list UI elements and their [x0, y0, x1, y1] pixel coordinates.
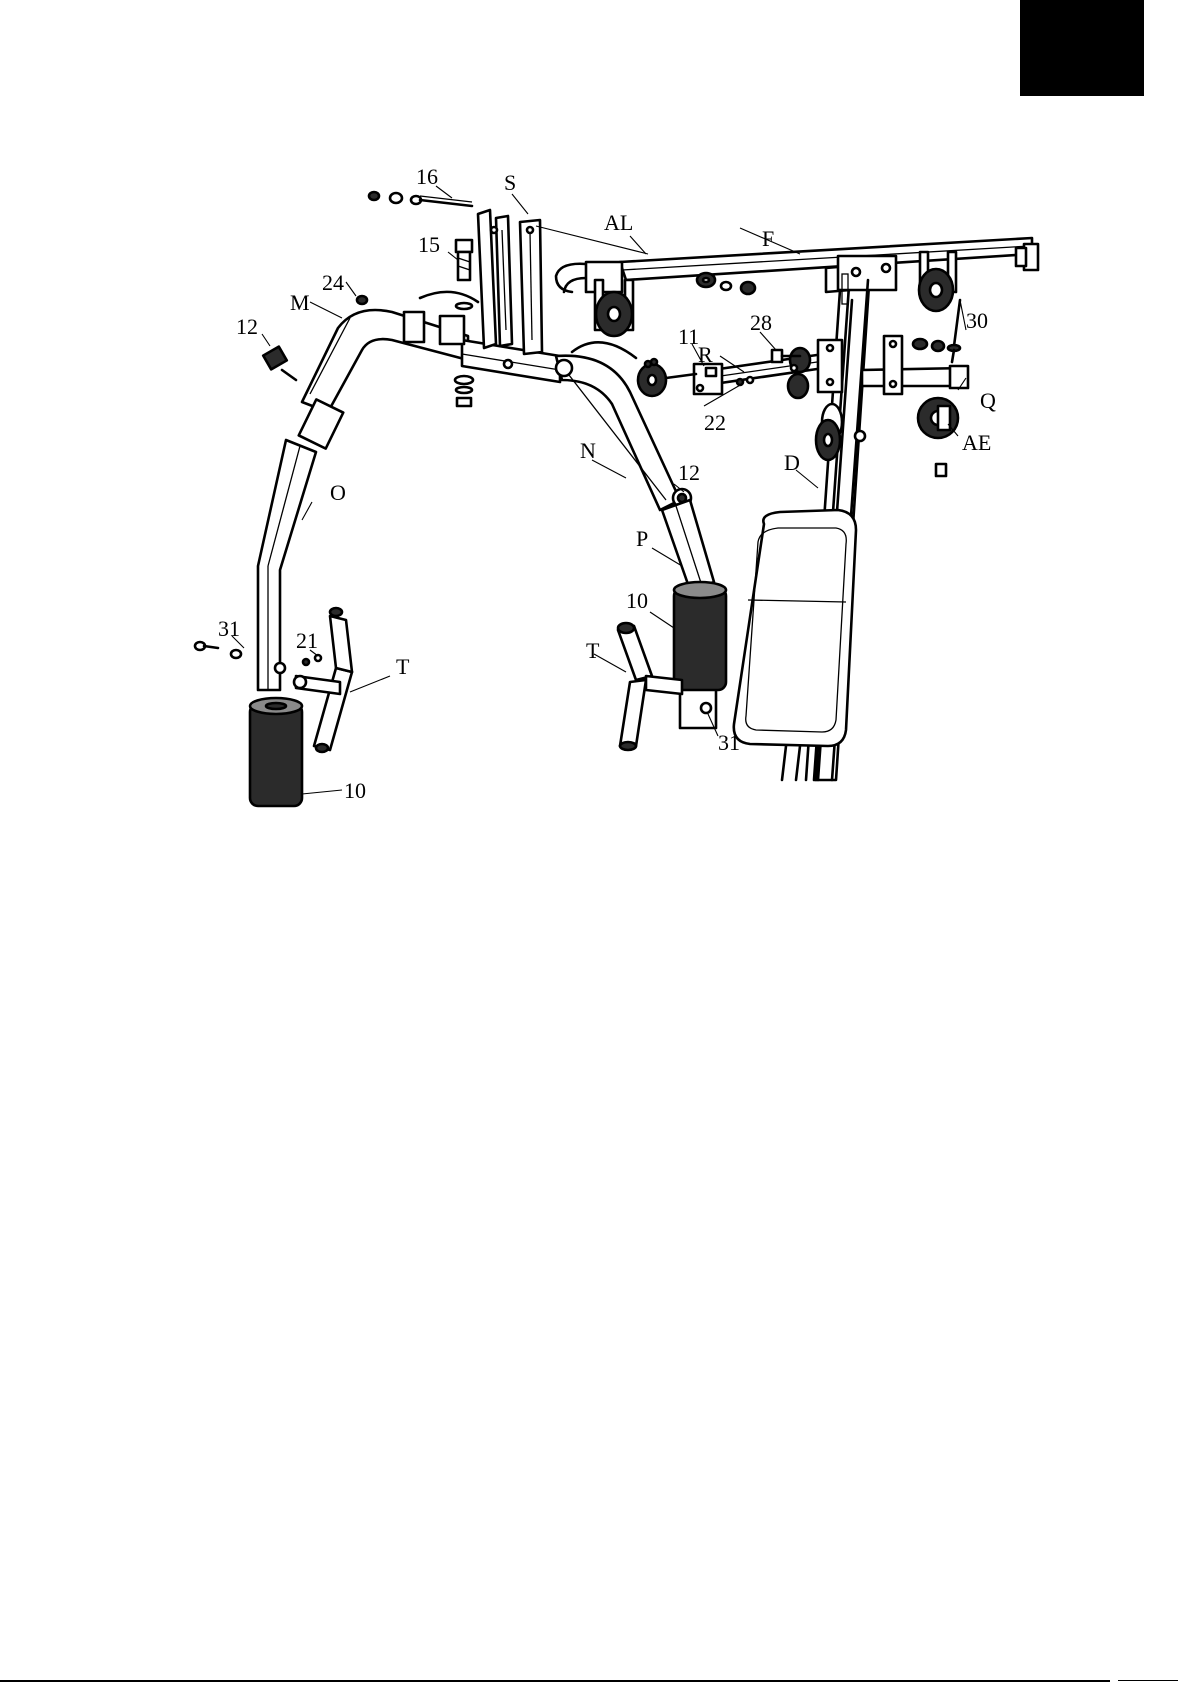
- adjustment-knob: [638, 359, 696, 396]
- label-28: 28: [750, 310, 772, 335]
- handle-t-right: [618, 623, 682, 750]
- label-ae: AE: [962, 430, 991, 455]
- label-al: AL: [604, 210, 633, 235]
- foam-roller-10-right: [674, 582, 726, 690]
- pulley-ae: [918, 398, 958, 476]
- footer-rule-right: [1118, 1680, 1178, 1681]
- plates-s: [478, 210, 542, 354]
- label-22: 22: [704, 410, 726, 435]
- label-f: F: [762, 226, 774, 251]
- label-r: R: [698, 342, 713, 367]
- washers-21: [303, 655, 321, 665]
- label-12-left: 12: [236, 314, 258, 339]
- pop-pin-12-left: [263, 347, 296, 380]
- label-16: 16: [416, 164, 438, 189]
- back-pad: [734, 510, 856, 780]
- label-21: 21: [296, 628, 318, 653]
- label-t-left: T: [396, 654, 410, 679]
- label-15: 15: [418, 232, 440, 257]
- label-31-left: 31: [218, 616, 240, 641]
- label-30: 30: [966, 308, 988, 333]
- label-12-right: 12: [678, 460, 700, 485]
- footer-rule: [0, 1680, 1110, 1682]
- label-s: S: [504, 170, 516, 195]
- label-o: O: [330, 480, 346, 505]
- label-24: 24: [322, 270, 344, 295]
- foam-roller-10-left: [250, 698, 302, 806]
- label-m: M: [290, 290, 310, 315]
- part-24: [357, 296, 367, 304]
- label-p: P: [636, 526, 648, 551]
- label-31-right: 31: [718, 730, 740, 755]
- label-d: D: [784, 450, 800, 475]
- label-10-left: 10: [344, 778, 366, 803]
- bolt-16: [369, 192, 472, 206]
- label-n: N: [580, 438, 596, 463]
- pin-30: [948, 300, 960, 362]
- bracket-11: [694, 364, 722, 394]
- fastener-set-near-f: [697, 273, 755, 294]
- bolt-31-left: [195, 642, 241, 658]
- label-10-right: 10: [626, 588, 648, 613]
- label-11: 11: [678, 324, 699, 349]
- label-q: Q: [980, 388, 996, 413]
- label-t-right: T: [586, 638, 600, 663]
